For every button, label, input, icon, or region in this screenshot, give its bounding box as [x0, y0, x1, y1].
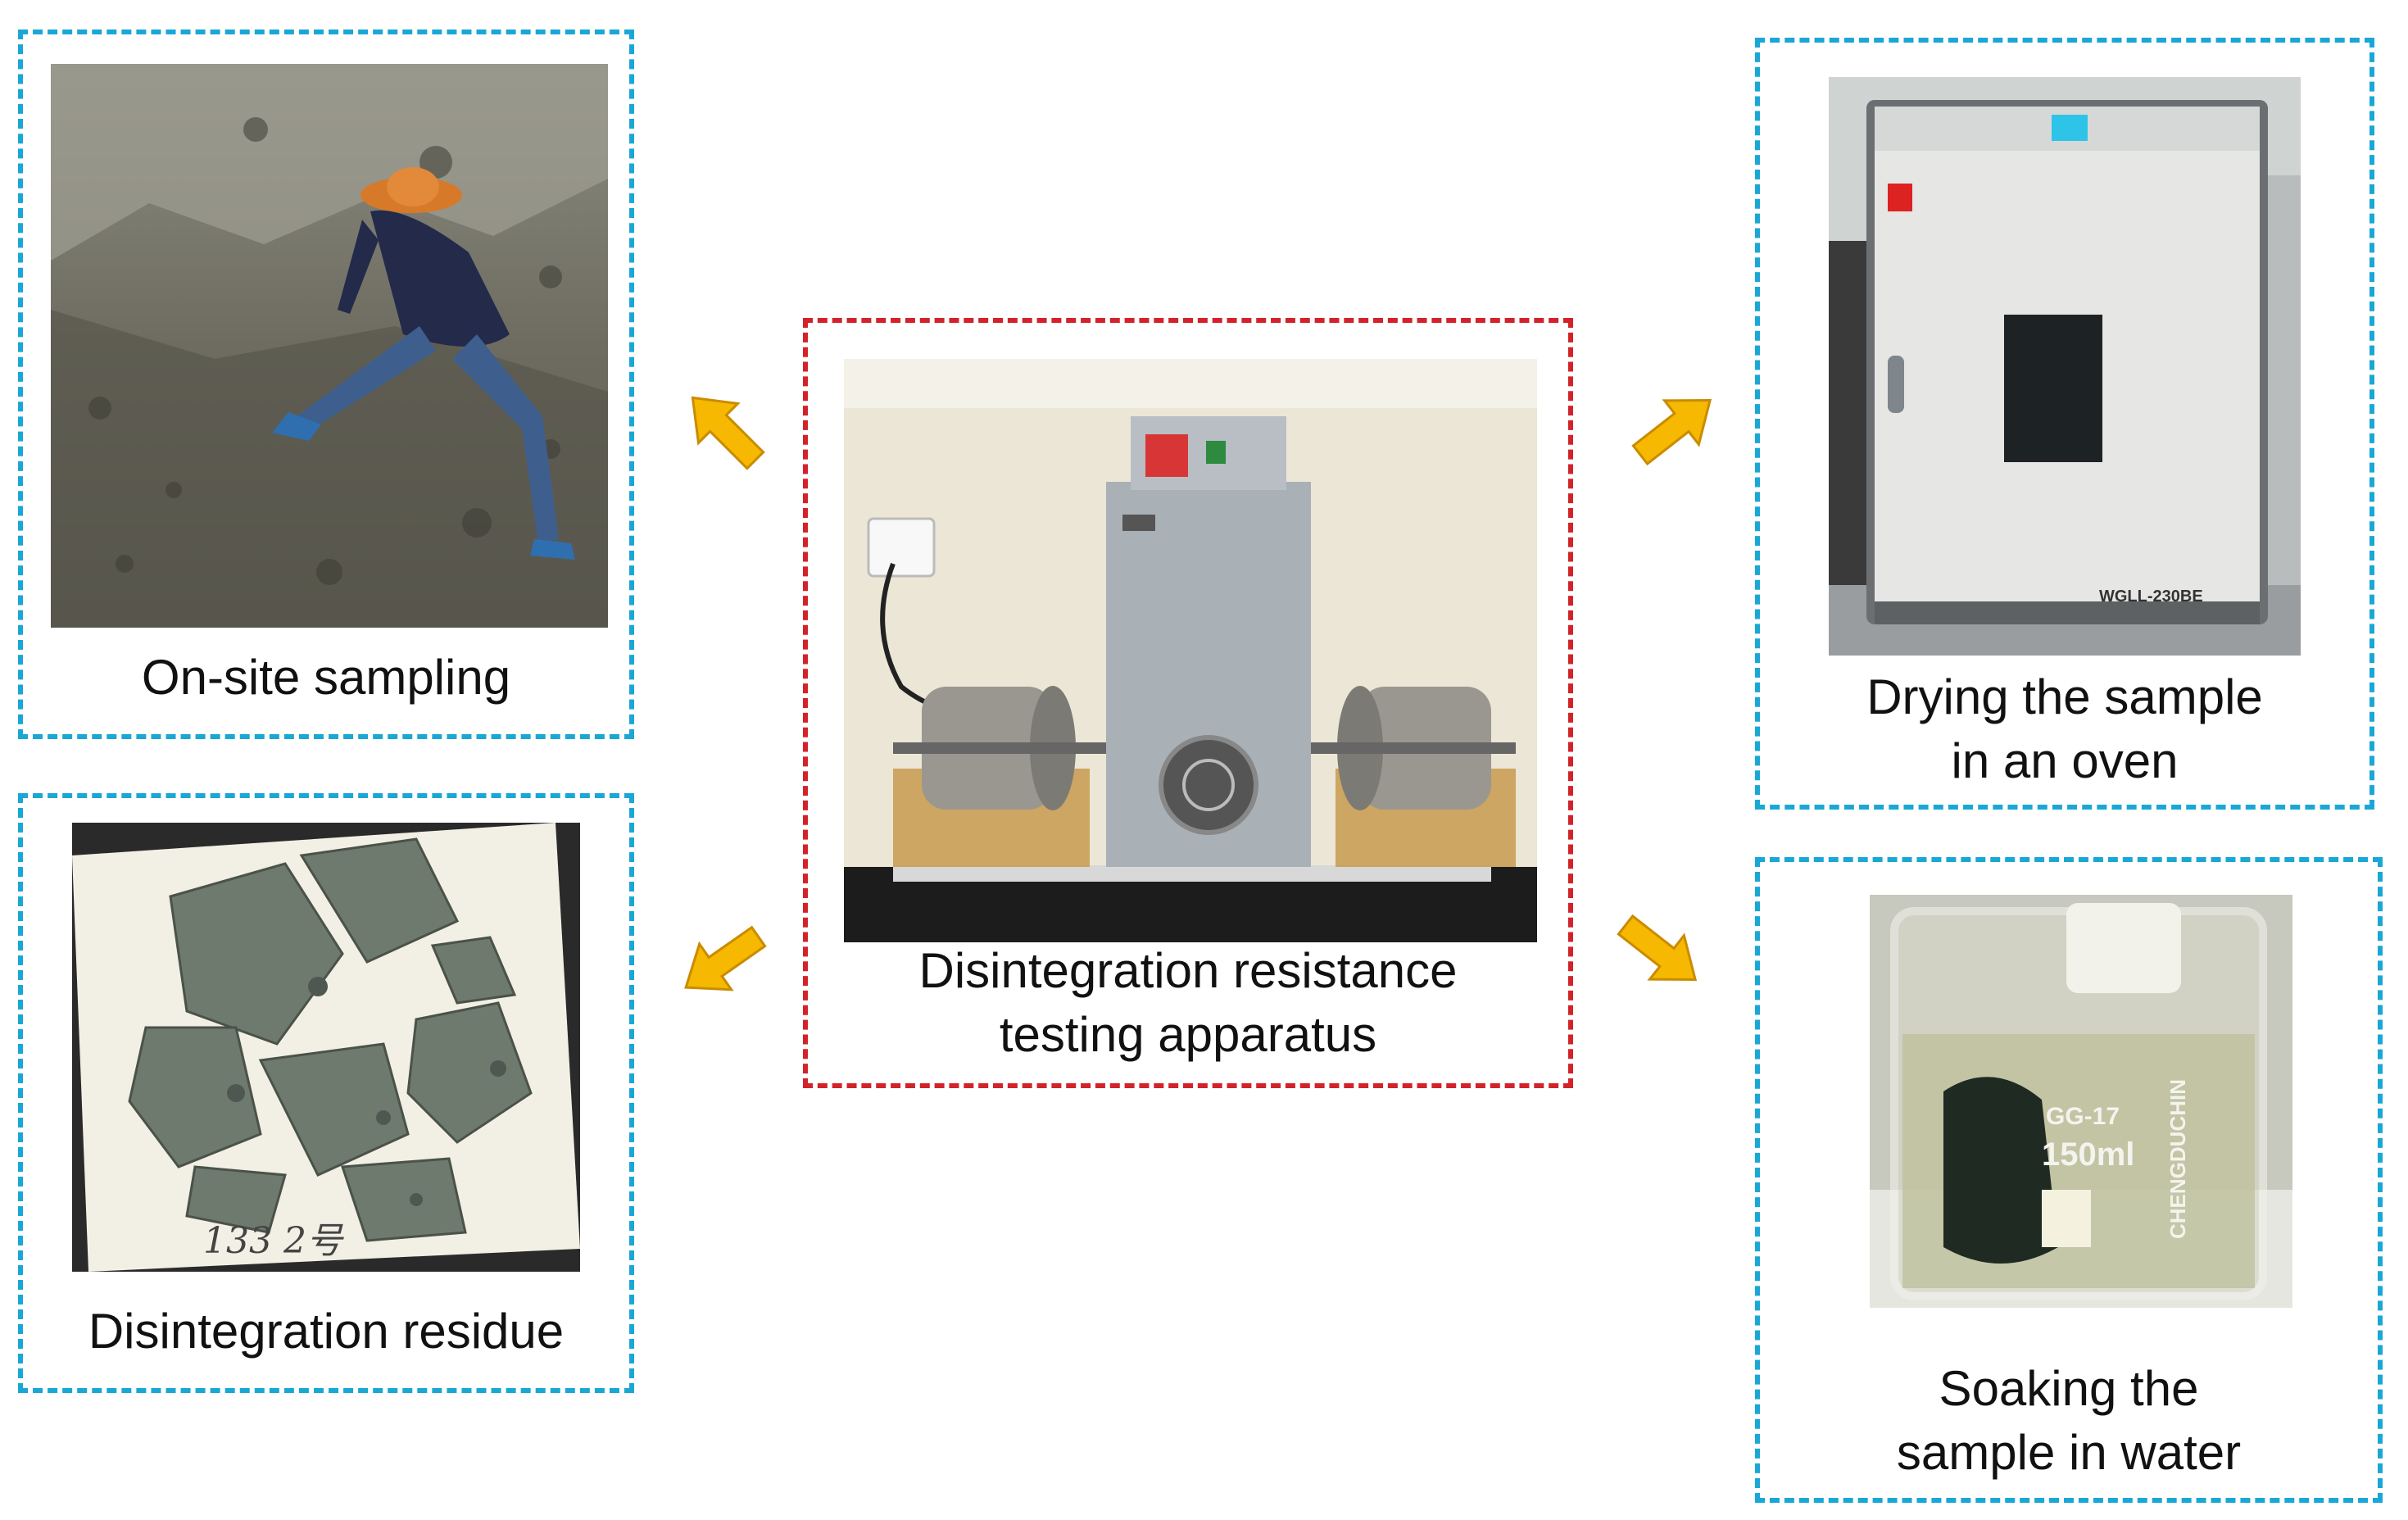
- beaker-photo: GG-17 150ml CHENGDUCHIN: [1870, 895, 2292, 1308]
- caption-disintegration-residue: Disintegration residue: [88, 1304, 565, 1359]
- beaker-brand: GG-17: [2046, 1103, 2120, 1130]
- caption-apparatus-line1: Disintegration resistance: [918, 943, 1458, 998]
- caption-on-site-sampling: On-site sampling: [141, 650, 511, 705]
- caption-soaking-line1: Soaking the: [1939, 1361, 2199, 1416]
- caption-apparatus-line2: testing apparatus: [999, 1007, 1377, 1062]
- caption-drying-line2: in an oven: [1951, 733, 2179, 788]
- arrow-to-residue: [684, 925, 767, 991]
- rock-residue-photo: 133 2号: [72, 823, 580, 1272]
- arrow-to-soaking: [1617, 914, 1698, 981]
- caption-drying-line1: Drying the sample: [1866, 669, 2263, 724]
- panel-disintegration-residue: 133 2号 Disintegration residue: [18, 793, 634, 1393]
- panel-drying-oven: WGLL-230BE Drying the sample in an oven: [1755, 38, 2374, 810]
- drying-oven-photo: WGLL-230BE: [1829, 77, 2301, 656]
- beaker-maker: CHENGDUCHIN: [2165, 1079, 2190, 1239]
- disintegration-apparatus-photo: [844, 359, 1537, 942]
- beaker-volume: 150ml: [2042, 1137, 2134, 1173]
- panel-soaking-water: GG-17 150ml CHENGDUCHIN Soaking the samp…: [1755, 857, 2383, 1503]
- arrow-to-oven: [1631, 399, 1712, 466]
- caption-soaking-line2: sample in water: [1896, 1425, 2242, 1480]
- panel-testing-apparatus: Disintegration resistance testing appara…: [803, 318, 1573, 1088]
- oven-model-label: WGLL-230BE: [2099, 588, 2203, 606]
- arrow-to-on-site-sampling: [691, 396, 765, 470]
- field-sampling-photo: [51, 64, 608, 628]
- handwritten-sample-label: 133 2号: [203, 1220, 344, 1262]
- panel-on-site-sampling: On-site sampling: [18, 29, 634, 739]
